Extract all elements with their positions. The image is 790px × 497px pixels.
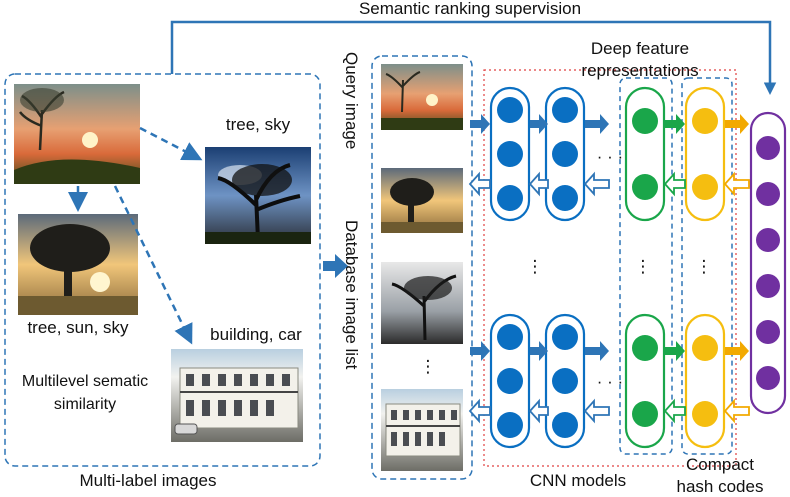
- row-query-feature-column: [624, 86, 666, 222]
- row-query-arrow-in: [470, 114, 490, 134]
- row-db-cnn1-node: [497, 412, 523, 438]
- label-tree-sun-sky: tree, sun, sky: [27, 318, 129, 337]
- feature-label-line2: representations: [581, 61, 698, 80]
- image-building-car: [171, 349, 303, 442]
- cnn-models-label: CNN models: [530, 471, 626, 490]
- feature-label-line1: Deep feature: [591, 39, 689, 58]
- row-query-arrow-hash: [725, 114, 749, 134]
- row-db-cnn2-node: [552, 412, 578, 438]
- feature-group-box: [619, 77, 673, 455]
- row-query-arrow-cnn: [530, 114, 548, 134]
- output-node: [756, 274, 780, 298]
- label-building-car: building, car: [210, 325, 302, 344]
- similarity-text-line1: Multilevel sematic: [22, 373, 148, 390]
- thumb-db-3: [381, 389, 463, 471]
- row-db-arrow-back-feature: [663, 398, 686, 424]
- row-db-cnn1-node: [497, 324, 523, 350]
- image-tree-sun-sky: [18, 214, 138, 315]
- row-query-arrow-back-cnn: [528, 171, 549, 197]
- row-query-cnn1-node: [497, 185, 523, 211]
- hash-group-box: [681, 77, 733, 455]
- output-node: [756, 136, 780, 160]
- output-node: [756, 366, 780, 390]
- row-db-arrow-hash: [725, 341, 749, 361]
- thumb-query: [381, 64, 463, 130]
- network-diagram: [468, 86, 787, 449]
- supervision-arrow: [170, 20, 777, 95]
- thumb-db-1: [381, 168, 463, 233]
- row-query-cnn1-node: [497, 97, 523, 123]
- row-db-arrow-back-in: [468, 398, 491, 424]
- row-db-arrow-to-dots: [585, 341, 609, 361]
- row-query-arrow-to-dots: [585, 114, 609, 134]
- row-db-arrow-in: [470, 341, 490, 361]
- row-db-arrow-feature: [665, 341, 685, 361]
- row-db-arrow-back-dots: [583, 398, 610, 424]
- cnn-vdots: ⋮: [527, 257, 544, 276]
- row-query-arrow-feature: [665, 114, 685, 134]
- image-tree-sky: [205, 147, 311, 244]
- query-image-label: Query image: [342, 52, 361, 149]
- row-query-hash-node: [692, 174, 718, 200]
- multi-label-panel: [4, 73, 321, 467]
- row-db-cnn1-node: [497, 368, 523, 394]
- label-tree-sky: tree, sky: [226, 115, 291, 134]
- row-db-cnn2-node: [552, 324, 578, 350]
- dashed-arrow-to-tree-sky: [139, 126, 203, 161]
- row-db-arrow-back-cnn: [528, 398, 549, 424]
- image-list-box: [371, 55, 473, 480]
- row-db-feature-node: [632, 401, 658, 427]
- row-db-hash-column: [684, 313, 726, 449]
- row-query-arrow-back-in: [468, 171, 491, 197]
- row-db-arrow-back-hash: [723, 398, 750, 424]
- row-query-cnn1-node: [497, 141, 523, 167]
- output-node: [756, 182, 780, 206]
- row-dots-bottom: · · ·: [597, 372, 623, 391]
- row-query-arrow-back-feature: [663, 171, 686, 197]
- row-query-cnn2-node: [552, 141, 578, 167]
- multi-label-caption: Multi-label images: [80, 471, 217, 490]
- similarity-text-line2: similarity: [54, 396, 116, 413]
- row-db-hash-node: [692, 401, 718, 427]
- row-query-arrow-back-dots: [583, 171, 610, 197]
- row-db-arrow-cnn: [530, 341, 548, 361]
- hash-vdots: ⋮: [696, 257, 713, 276]
- panel-to-list-arrow: [323, 254, 348, 278]
- row-db-cnn2-node: [552, 368, 578, 394]
- hash-label-line1: Compact: [686, 455, 754, 474]
- hash-label-line2: hash codes: [677, 477, 764, 496]
- row-dots-top: · · ·: [597, 147, 623, 166]
- row-db-hash-node: [692, 335, 718, 361]
- output-node: [756, 320, 780, 344]
- cnn-region: [483, 69, 737, 467]
- row-db-feature-column: [624, 313, 666, 449]
- dashed-arrow-to-building: [113, 185, 193, 345]
- row-query-cnn2-node: [552, 185, 578, 211]
- feature-vdots: ⋮: [635, 257, 652, 276]
- database-list-label: Database image list: [342, 220, 361, 370]
- thumb-db-2: [381, 262, 463, 344]
- row-query-hash-column: [684, 86, 726, 222]
- image-sunset-tree: [14, 84, 140, 184]
- output-node: [756, 228, 780, 252]
- supervision-label: Semantic ranking supervision: [359, 0, 581, 18]
- row-query-arrow-back-hash: [723, 171, 750, 197]
- row-query-cnn2-node: [552, 97, 578, 123]
- row-query-hash-node: [692, 108, 718, 134]
- row-query-feature-node: [632, 108, 658, 134]
- row-db-feature-node: [632, 335, 658, 361]
- row-query-feature-node: [632, 174, 658, 200]
- list-vdots: ⋮: [420, 357, 437, 376]
